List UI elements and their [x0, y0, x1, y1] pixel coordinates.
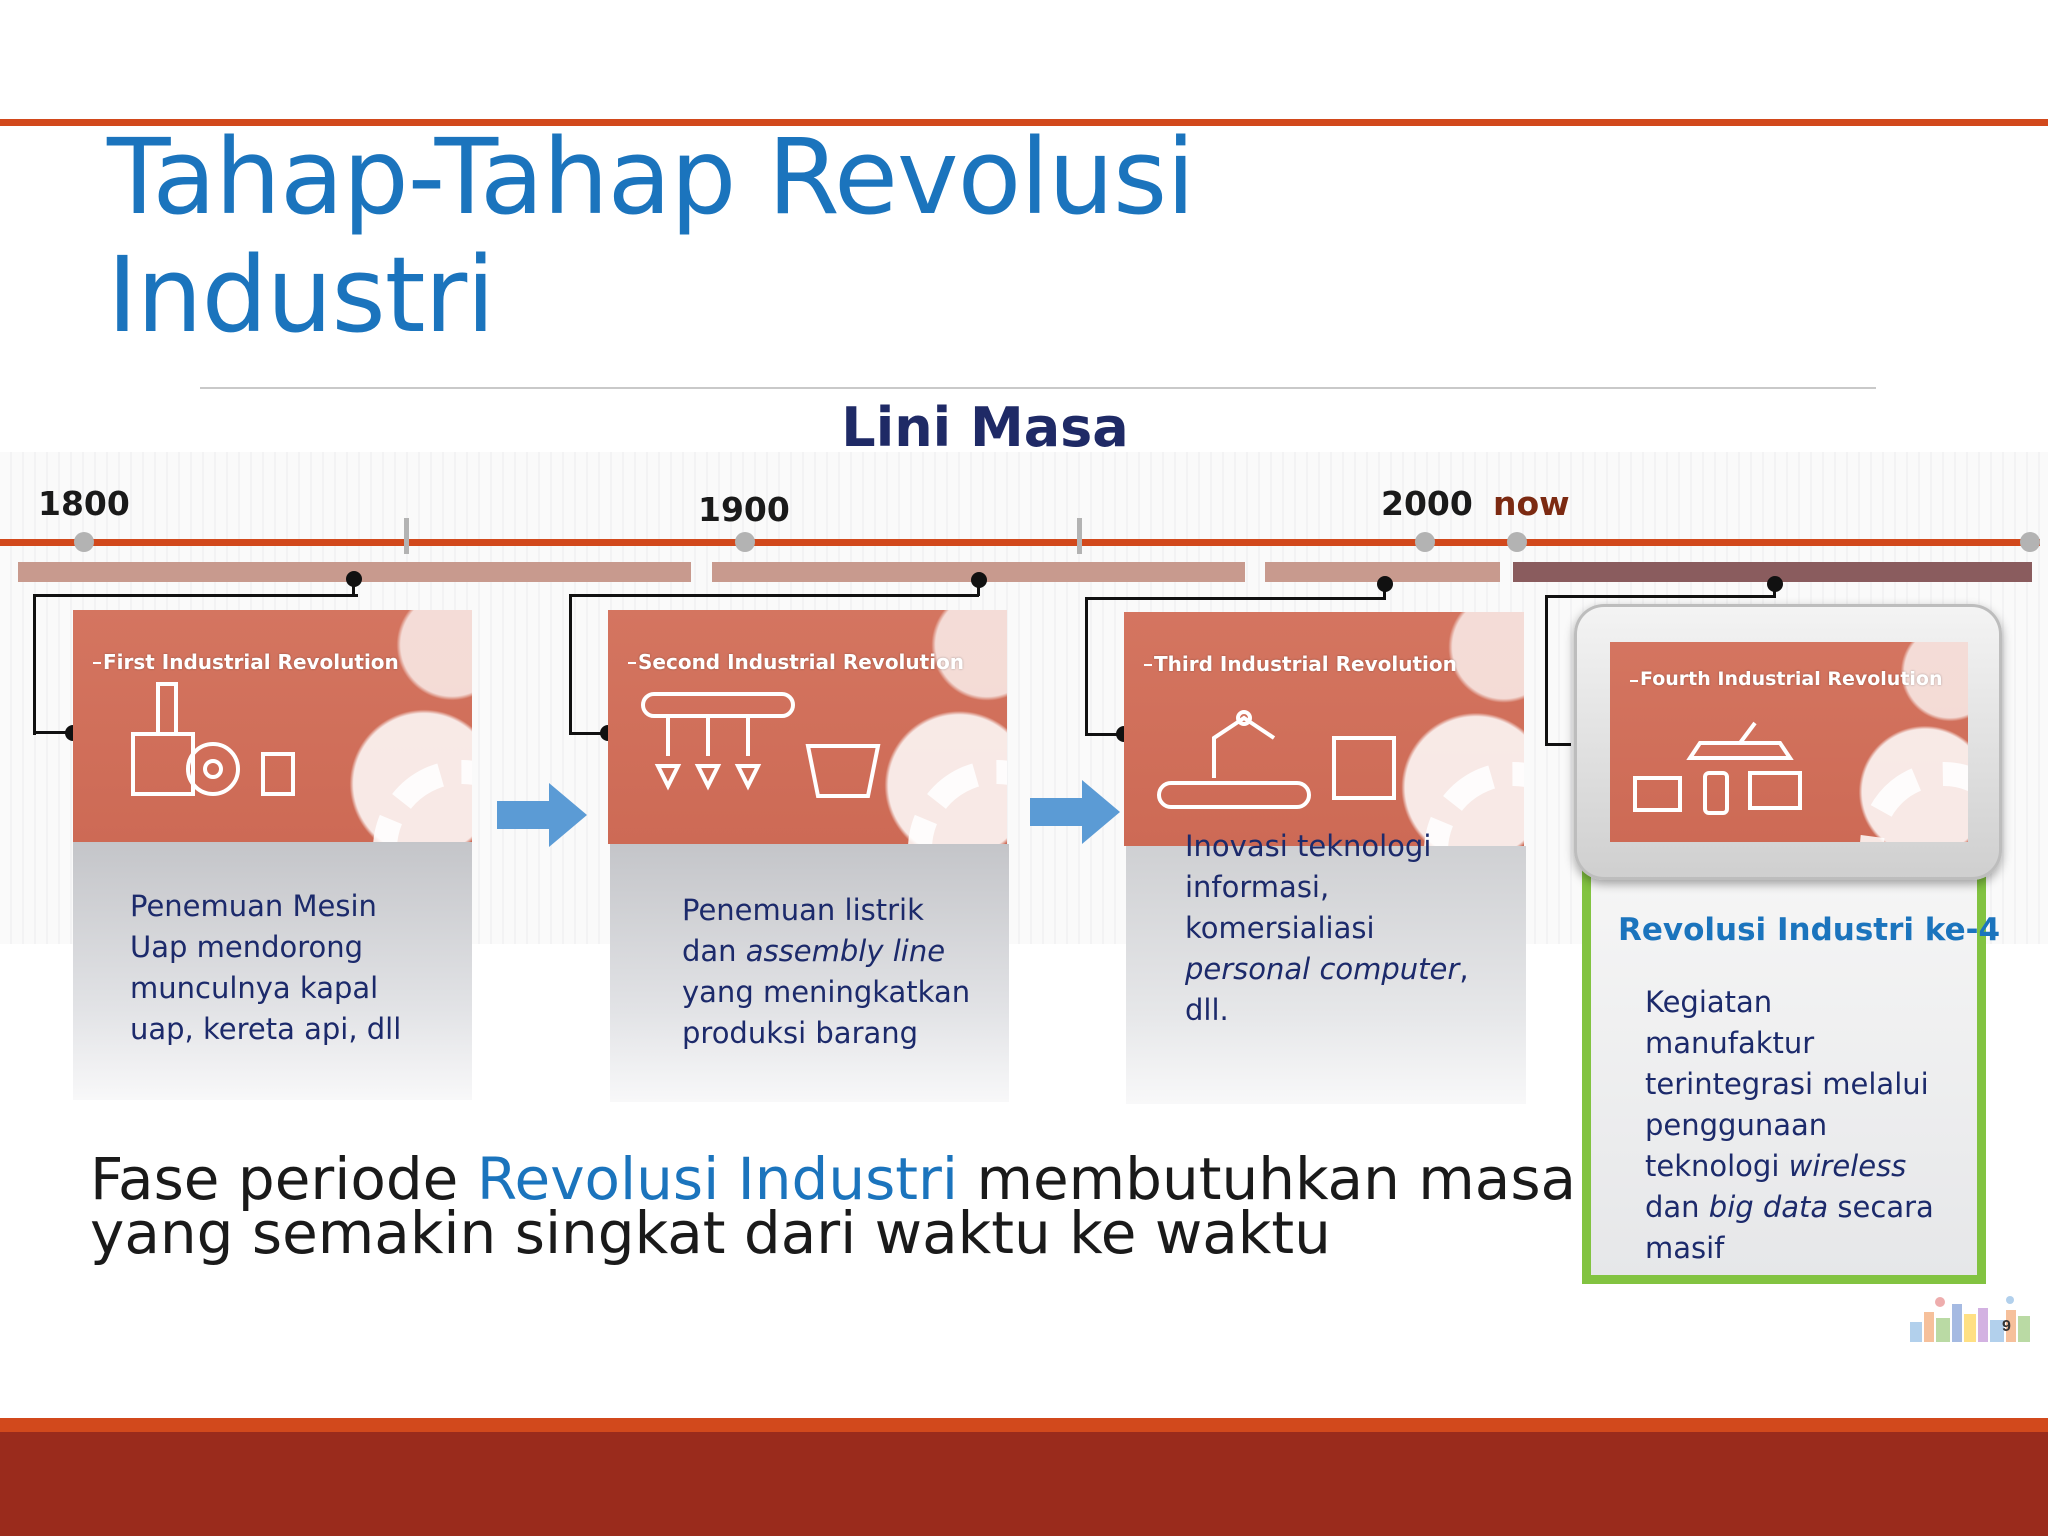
- footer-band: [0, 1432, 2048, 1536]
- connector-1: [33, 594, 358, 735]
- robot-arm-icon: [1157, 710, 1396, 809]
- card-2-line: dan assembly line: [682, 931, 1009, 972]
- card-3-line: Inovasi teknologi: [1185, 829, 1432, 863]
- card-4-image: Fourth Industrial Revolution: [1610, 642, 1968, 842]
- card-2-image: Second Industrial Revolution: [608, 610, 1007, 844]
- timeline-tick: [1077, 518, 1082, 554]
- fourth-revolution-box: [1582, 858, 1986, 1284]
- connector-4-bullet-top: [1767, 576, 1783, 592]
- card-1-line: uap, kereta api, dll: [130, 1012, 402, 1046]
- caption-line2: yang semakin singkat dari waktu ke waktu: [90, 1199, 1331, 1267]
- card-2-image-title: Second Industrial Revolution: [627, 650, 965, 674]
- connector-2-foot: [569, 732, 609, 735]
- timeline-dot-1900: [735, 532, 755, 552]
- fourth-line6-em: big data: [1708, 1190, 1829, 1224]
- connector-3-side: [1085, 597, 1088, 735]
- year-label-2000: 2000: [1381, 484, 1473, 523]
- connector-4-foot: [1545, 743, 1571, 746]
- connector-1-foot: [33, 731, 73, 734]
- card-3-text: Inovasi teknologi informasi, komersialia…: [1126, 829, 1526, 1104]
- title-divider: [200, 387, 1876, 389]
- fourth-line5-prefix: teknologi: [1645, 1149, 1789, 1183]
- fourth-line6-suffix: secara: [1828, 1190, 1934, 1224]
- card-4-image-title: Fourth Industrial Revolution: [1630, 668, 1943, 690]
- connector-4: [1545, 595, 1775, 598]
- card-1-line: Penemuan Mesin: [130, 889, 377, 923]
- gear-icon: [1860, 762, 1968, 842]
- top-accent-rule: [0, 119, 2048, 126]
- arrow-right-icon: [497, 783, 587, 847]
- connector-3: [1085, 597, 1385, 600]
- card-1-image-title: First Industrial Revolution: [93, 650, 399, 674]
- timeline-dot-end: [2020, 532, 2040, 552]
- caption-part1: Fase periode: [90, 1145, 477, 1213]
- year-label-now: now: [1493, 484, 1570, 523]
- card-2-line: Penemuan listrik: [682, 893, 924, 927]
- connector-1-bullet-top: [346, 571, 362, 587]
- fourth-line: masif: [1645, 1231, 1725, 1265]
- slide-title-line2: Industri: [107, 234, 495, 356]
- timeline-axis: [0, 539, 2040, 546]
- card-2-text: Penemuan listrik dan assembly line yang …: [610, 844, 1009, 1102]
- devices-icon: [1633, 721, 1802, 815]
- card-3-line: dll.: [1185, 993, 1229, 1027]
- city-skyline-icon: [1910, 1296, 2030, 1342]
- arrow-right-icon: [1030, 780, 1120, 844]
- period-bar-4: [1513, 562, 2032, 582]
- card-2-line: produksi barang: [682, 1016, 919, 1050]
- card-1-line: munculnya kapal: [130, 971, 379, 1005]
- timeline-dot-2000: [1415, 532, 1435, 552]
- fourth-revolution-text: Kegiatan manufaktur terintegrasi melalui…: [1645, 982, 1965, 1269]
- footer-accent-stripe: [0, 1418, 2048, 1432]
- card-3-line: informasi,: [1185, 870, 1330, 904]
- fourth-line: terintegrasi melalui: [1645, 1067, 1929, 1101]
- gear-icon: [908, 760, 1007, 844]
- page-number: 9: [2002, 1318, 2011, 1335]
- card-3-image: Third Industrial Revolution: [1124, 612, 1524, 846]
- fourth-line: penggunaan: [1645, 1108, 1828, 1142]
- connector-2-bullet-top: [971, 572, 987, 588]
- caption-highlight: Revolusi Industri: [476, 1145, 959, 1213]
- slide-caption: Fase periode Revolusi Industri membutuhk…: [90, 1150, 1590, 1267]
- year-label-1900: 1900: [698, 490, 790, 529]
- card-3-line4-em: personal: [1185, 952, 1311, 986]
- slide-title: Tahap-Tahap Revolusi Industri: [107, 118, 1407, 354]
- card-2-line2-prefix: dan: [682, 934, 746, 968]
- fourth-revolution-frame: Fourth Industrial Revolution: [1574, 604, 2002, 880]
- caption-part2: membutuhkan masa: [958, 1145, 1577, 1213]
- connector-3-foot: [1085, 733, 1125, 736]
- slide-title-line1: Tahap-Tahap Revolusi: [107, 116, 1195, 238]
- connector-3-bullet-top: [1377, 576, 1393, 592]
- card-3-line: personal computer,: [1185, 949, 1526, 990]
- card-3-image-title: Third Industrial Revolution: [1144, 652, 1457, 676]
- caption-line1: Fase periode Revolusi Industri membutuhk…: [90, 1150, 1590, 1208]
- card-3-line4-end: ,: [1459, 952, 1469, 986]
- gear-icon: [373, 760, 472, 842]
- timeline-tick: [404, 518, 409, 554]
- card-3-line4-rest: computer: [1319, 952, 1460, 986]
- timeline-dot-now: [1507, 532, 1527, 552]
- card-2-line: yang meningkatkan: [682, 975, 971, 1009]
- fourth-line5-em: wireless: [1788, 1149, 1907, 1183]
- connector-2-side: [569, 594, 572, 734]
- card-3-line: komersialiasi: [1185, 911, 1375, 945]
- assembly-line-icon: [641, 692, 881, 798]
- connector-4-side: [1545, 595, 1548, 745]
- timeline-dot-1800: [74, 532, 94, 552]
- year-label-1800: 1800: [38, 484, 130, 523]
- connector-2: [569, 594, 979, 597]
- card-1-line: Uap mendorong: [130, 930, 364, 964]
- card-2-line2-em: assembly line: [745, 934, 946, 968]
- timeline-heading: Lini Masa: [841, 396, 1129, 459]
- card-1-image: First Industrial Revolution: [73, 610, 472, 842]
- fourth-line: teknologi wireless: [1645, 1146, 1965, 1187]
- fourth-line: manufaktur: [1645, 1026, 1815, 1060]
- fourth-line: Kegiatan: [1645, 985, 1773, 1019]
- steam-engine-icon: [131, 682, 295, 796]
- fourth-revolution-heading: Revolusi Industri ke-4: [1618, 912, 2001, 948]
- card-1-text: Penemuan Mesin Uap mendorong munculnya k…: [73, 842, 472, 1100]
- fourth-line6-prefix: dan: [1645, 1190, 1709, 1224]
- fourth-line: dan big data secara: [1645, 1187, 1965, 1228]
- period-bar-3: [1265, 562, 1500, 582]
